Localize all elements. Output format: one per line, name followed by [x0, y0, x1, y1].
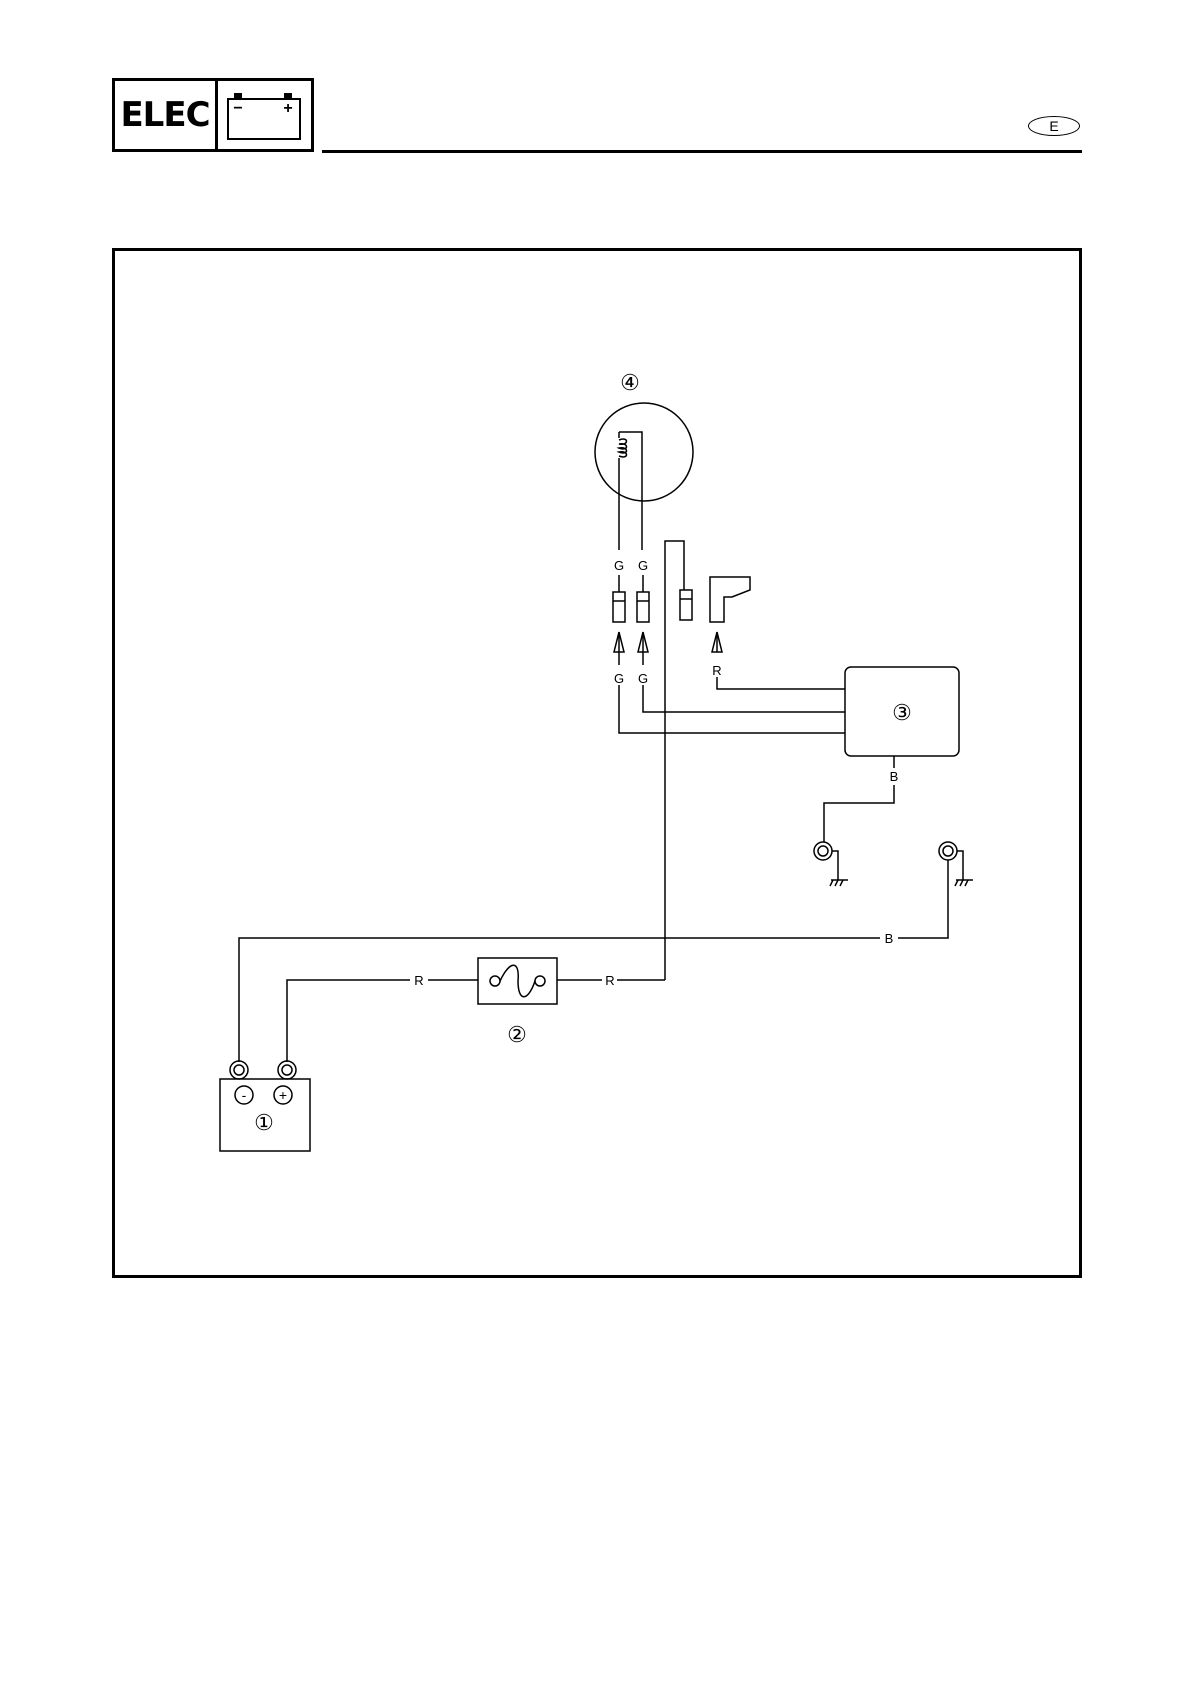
wire-label-coil-lower-right: G [638, 671, 648, 686]
battery [220, 1061, 310, 1151]
ground-terminal-battery [898, 842, 973, 938]
callout-fuse: ② [507, 1022, 527, 1047]
callout-coil: ④ [620, 370, 640, 395]
spare-connector [665, 541, 692, 980]
battery-ground-wire [239, 938, 880, 1062]
callout-battery: ① [254, 1110, 274, 1135]
wire-label-coil-upper-left: G [614, 558, 624, 573]
wire-label-fuse-right: R [605, 973, 614, 988]
spark-plug-cap [710, 577, 845, 689]
wire-label-fuse-left: R [414, 973, 423, 988]
coil-symbol [595, 403, 693, 550]
wire-label-coil-upper-right: G [638, 558, 648, 573]
wire-label-battery-ground: B [885, 931, 894, 946]
cdi-unit [619, 667, 959, 842]
battery-negative-label: - [242, 1087, 247, 1103]
wire-label-cdi-ground: B [890, 769, 899, 784]
coil-connectors [613, 575, 649, 665]
wire-label-coil-lower-left: G [614, 671, 624, 686]
wire-label-cap: R [712, 663, 721, 678]
battery-positive-label: + [279, 1087, 287, 1103]
callout-cdi-unit: ③ [892, 700, 912, 725]
ground-terminal-cdi [814, 842, 848, 886]
